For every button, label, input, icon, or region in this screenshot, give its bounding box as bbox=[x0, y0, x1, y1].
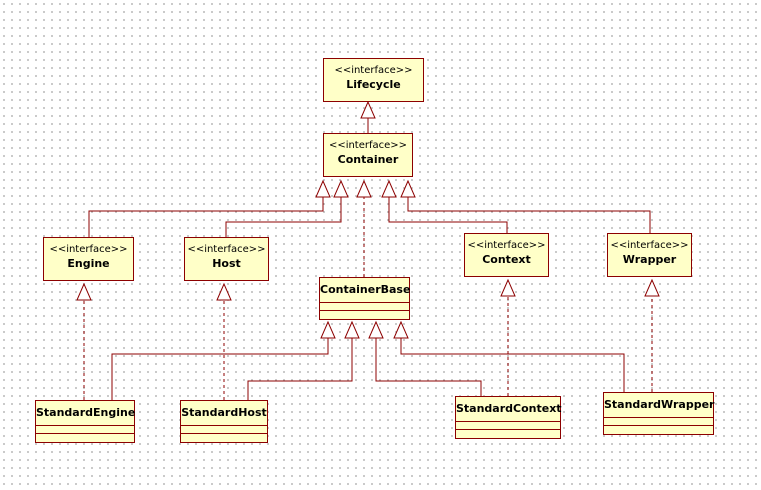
standard-host-name: StandardHost bbox=[181, 406, 267, 419]
wrapper-extends-container-line bbox=[407, 197, 651, 233]
operations-compartment bbox=[181, 433, 267, 434]
operations-compartment bbox=[604, 425, 713, 426]
generalization-arrowhead bbox=[360, 100, 376, 119]
standard-context-name: StandardContext bbox=[456, 402, 562, 415]
standard-host-class[interactable]: StandardHost bbox=[180, 400, 268, 443]
host-name: Host bbox=[212, 257, 241, 270]
context-interface[interactable]: <<interface>> Context bbox=[464, 233, 549, 277]
attributes-compartment bbox=[320, 302, 409, 303]
realization-arrowhead bbox=[500, 278, 516, 297]
engine-stereotype: <<interface>> bbox=[49, 244, 128, 255]
generalization-arrowhead bbox=[315, 179, 331, 198]
standardcontext-extends-containerbase-line bbox=[375, 338, 482, 396]
host-extends-container-line bbox=[225, 197, 342, 237]
lifecycle-interface[interactable]: <<interface>> Lifecycle bbox=[323, 58, 424, 102]
operations-compartment bbox=[456, 429, 560, 430]
container-interface[interactable]: <<interface>> Container bbox=[323, 133, 413, 177]
context-extends-container-line bbox=[388, 197, 508, 233]
realization-arrowhead bbox=[76, 282, 92, 301]
realization-arrowhead bbox=[644, 278, 660, 297]
standard-context-class[interactable]: StandardContext bbox=[455, 396, 562, 439]
attributes-compartment bbox=[181, 425, 267, 426]
context-name: Context bbox=[482, 253, 531, 266]
container-stereotype: <<interface>> bbox=[328, 140, 408, 151]
realization-arrowhead bbox=[356, 179, 372, 198]
engine-interface[interactable]: <<interface>> Engine bbox=[43, 237, 134, 281]
host-stereotype: <<interface>> bbox=[187, 244, 266, 255]
wrapper-name: Wrapper bbox=[622, 253, 677, 266]
context-stereotype: <<interface>> bbox=[467, 240, 546, 251]
engine-name: Engine bbox=[67, 257, 110, 270]
lifecycle-name: Lifecycle bbox=[346, 78, 401, 91]
operations-compartment bbox=[36, 433, 134, 434]
standardengine-extends-containerbase-line bbox=[111, 338, 329, 400]
standard-engine-class[interactable]: StandardEngine bbox=[35, 400, 135, 443]
operations-compartment bbox=[320, 310, 409, 311]
realization-arrowhead bbox=[216, 282, 232, 301]
wrapper-stereotype: <<interface>> bbox=[610, 240, 689, 251]
standard-wrapper-name: StandardWrapper bbox=[604, 398, 715, 411]
attributes-compartment bbox=[456, 421, 560, 422]
generalization-arrowhead bbox=[400, 179, 416, 198]
generalization-arrowhead bbox=[344, 320, 360, 339]
generalization-arrowhead bbox=[320, 320, 336, 339]
generalization-arrowhead bbox=[381, 179, 397, 198]
container-base-class[interactable]: ContainerBase bbox=[319, 277, 410, 320]
standardwrapper-extends-containerbase-line bbox=[400, 338, 625, 392]
standard-wrapper-class[interactable]: StandardWrapper bbox=[603, 392, 714, 435]
container-base-name: ContainerBase bbox=[320, 283, 411, 296]
host-interface[interactable]: <<interface>> Host bbox=[184, 237, 269, 281]
generalization-arrowhead bbox=[393, 320, 409, 339]
engine-extends-container-line bbox=[88, 197, 324, 237]
lifecycle-stereotype: <<interface>> bbox=[334, 65, 413, 76]
generalization-arrowhead bbox=[333, 179, 349, 198]
standardhost-extends-containerbase-line bbox=[247, 338, 353, 400]
container-name: Container bbox=[337, 153, 399, 166]
attributes-compartment bbox=[36, 425, 134, 426]
generalization-arrowhead bbox=[368, 320, 384, 339]
standard-engine-name: StandardEngine bbox=[36, 406, 136, 419]
attributes-compartment bbox=[604, 417, 713, 418]
wrapper-interface[interactable]: <<interface>> Wrapper bbox=[607, 233, 692, 277]
